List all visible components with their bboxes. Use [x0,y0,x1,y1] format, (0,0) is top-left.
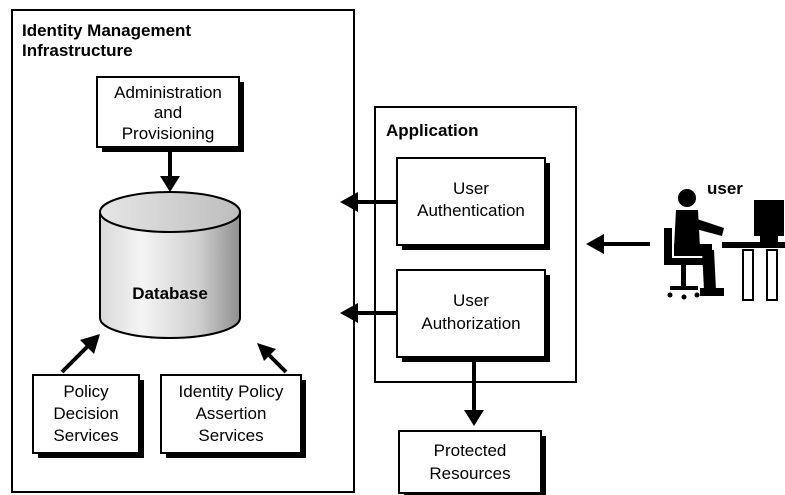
authn-line1: User [453,179,489,198]
identity-policy-assertion-services-box: Identity Policy Assertion Services [160,374,306,458]
pds-line3: Services [53,426,118,445]
database-label: Database [132,284,208,303]
ipas-line2: Assertion [196,404,267,423]
arrow-authz-to-idm [340,303,396,323]
protected-resources-box: Protected Resources [398,430,546,495]
arrow-authn-to-idm [340,192,396,212]
protected-line1: Protected [434,441,507,460]
ipas-line3: Services [198,426,263,445]
authn-line2: Authentication [417,201,525,220]
user-authentication-box: User Authentication [396,157,550,250]
idm-title-line1: Identity Management [22,21,191,40]
application-title: Application [386,121,479,140]
authz-line2: Authorization [421,314,520,333]
user-workstation-icon [664,189,785,301]
pds-line1: Policy [63,382,109,401]
admin-line2: and [154,103,182,122]
protected-line2: Resources [429,464,510,483]
authz-line1: User [453,291,489,310]
arrow-ipas-to-database [257,343,288,374]
arrow-authz-to-protected [464,358,484,426]
admin-line1: Administration [114,83,222,102]
database-cylinder: Database [99,191,241,339]
admin-provisioning-box: Administration and Provisioning [96,76,244,152]
user-label: user [707,179,743,198]
idm-title-line2: Infrastructure [22,41,133,60]
user-authorization-box: User Authorization [396,269,550,362]
pds-line2: Decision [53,404,118,423]
arrow-pds-to-database [60,334,100,374]
admin-line3: Provisioning [122,124,215,143]
arrow-admin-to-database [160,152,180,192]
policy-decision-services-box: Policy Decision Services [32,374,144,458]
arrow-user-to-application [586,234,650,254]
ipas-line1: Identity Policy [179,382,284,401]
